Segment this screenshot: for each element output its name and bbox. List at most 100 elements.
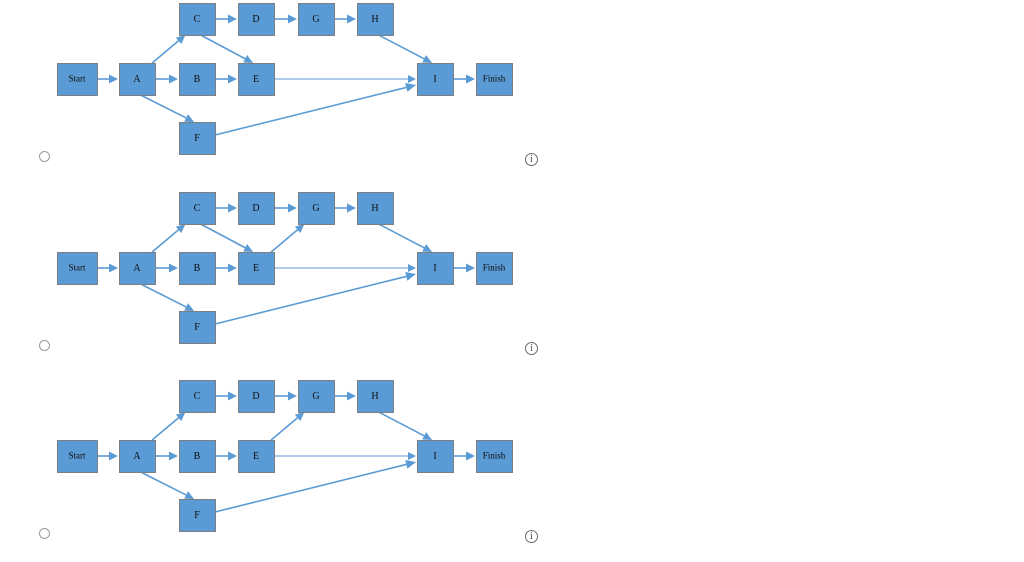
diagram-option-1[interactable]: Start A B C D E F G H I Finish bbox=[0, 0, 1024, 185]
node-a[interactable]: A bbox=[119, 63, 156, 96]
node-d[interactable]: D bbox=[238, 380, 275, 413]
node-h[interactable]: H bbox=[357, 3, 394, 36]
node-c[interactable]: C bbox=[179, 380, 216, 413]
edge-c-to-d bbox=[215, 391, 237, 401]
node-start[interactable]: Start bbox=[57, 63, 98, 96]
edge-f-to-i bbox=[214, 83, 416, 136]
info-icon-1[interactable]: i bbox=[525, 153, 538, 166]
node-d[interactable]: D bbox=[238, 192, 275, 225]
node-h[interactable]: H bbox=[357, 192, 394, 225]
node-label: I bbox=[433, 74, 436, 85]
node-b[interactable]: B bbox=[179, 252, 216, 285]
node-label: C bbox=[194, 14, 201, 25]
node-label: Start bbox=[69, 74, 86, 84]
edge-h-to-i bbox=[378, 223, 433, 252]
node-a[interactable]: A bbox=[119, 252, 156, 285]
edge-c-to-e bbox=[200, 223, 254, 252]
node-label: Start bbox=[69, 263, 86, 273]
node-i[interactable]: I bbox=[417, 252, 454, 285]
node-f[interactable]: F bbox=[179, 122, 216, 155]
node-start[interactable]: Start bbox=[57, 440, 98, 473]
node-label: D bbox=[252, 203, 259, 214]
node-e[interactable]: E bbox=[238, 63, 275, 96]
info-icon-2[interactable]: i bbox=[525, 342, 538, 355]
edge-i-to-finish bbox=[453, 263, 475, 273]
node-label: A bbox=[133, 451, 141, 462]
node-i[interactable]: I bbox=[417, 63, 454, 96]
edge-d-to-g bbox=[274, 14, 297, 24]
node-b[interactable]: B bbox=[179, 63, 216, 96]
flow-diagram[interactable]: Start A B C D E F G H I Finish bbox=[0, 189, 560, 354]
radio-button-unselected-1[interactable] bbox=[39, 151, 50, 162]
diagram-option-3[interactable]: Start A B C D E F G H I Finish bbox=[0, 377, 1024, 562]
node-g[interactable]: G bbox=[298, 3, 335, 36]
node-i[interactable]: I bbox=[417, 440, 454, 473]
node-label: B bbox=[194, 263, 201, 274]
edge-start-to-a bbox=[97, 74, 118, 84]
edge-a-to-c bbox=[151, 224, 186, 253]
edge-d-to-g bbox=[274, 203, 297, 213]
node-label: B bbox=[194, 74, 201, 85]
node-finish[interactable]: Finish bbox=[476, 252, 513, 285]
edge-b-to-e bbox=[215, 263, 237, 273]
edge-a-to-b bbox=[155, 263, 178, 273]
node-finish[interactable]: Finish bbox=[476, 440, 513, 473]
node-e[interactable]: E bbox=[238, 440, 275, 473]
edge-start-to-a bbox=[97, 263, 118, 273]
radio-button-unselected-3[interactable] bbox=[39, 528, 50, 539]
node-start[interactable]: Start bbox=[57, 252, 98, 285]
info-icon-3[interactable]: i bbox=[525, 530, 538, 543]
flow-diagram[interactable]: Start A B C D E F G H I Finish bbox=[0, 0, 560, 165]
node-h[interactable]: H bbox=[357, 380, 394, 413]
node-label: C bbox=[194, 391, 201, 402]
edge-e-to-g bbox=[270, 224, 305, 253]
edge-a-to-b bbox=[155, 74, 178, 84]
flow-diagram[interactable]: Start A B C D E F G H I Finish bbox=[0, 377, 560, 542]
node-c[interactable]: C bbox=[179, 3, 216, 36]
node-f[interactable]: F bbox=[179, 499, 216, 532]
node-label: Finish bbox=[483, 74, 506, 84]
edge-g-to-h bbox=[334, 203, 356, 213]
diagram-canvas: Start A B C D E F G H I Finish bbox=[0, 0, 560, 165]
node-label: G bbox=[312, 14, 319, 25]
diagram-canvas: Start A B C D E F G H I Finish bbox=[0, 189, 560, 354]
edge-e-to-i bbox=[274, 264, 416, 272]
node-label: A bbox=[133, 74, 141, 85]
node-c[interactable]: C bbox=[179, 192, 216, 225]
edge-b-to-e bbox=[215, 74, 237, 84]
edge-e-to-g bbox=[270, 412, 305, 441]
node-label: E bbox=[253, 451, 259, 462]
node-f[interactable]: F bbox=[179, 311, 216, 344]
edge-f-to-i bbox=[214, 272, 416, 325]
node-label: I bbox=[433, 263, 436, 274]
edge-e-to-i bbox=[274, 75, 416, 83]
radio-button-unselected-2[interactable] bbox=[39, 340, 50, 351]
diagram-option-2[interactable]: Start A B C D E F G H I Finish bbox=[0, 189, 1024, 374]
node-label: H bbox=[371, 391, 378, 402]
node-g[interactable]: G bbox=[298, 192, 335, 225]
edge-h-to-i bbox=[378, 34, 433, 63]
edge-start-to-a bbox=[97, 451, 118, 461]
node-d[interactable]: D bbox=[238, 3, 275, 36]
node-label: I bbox=[433, 451, 436, 462]
edge-g-to-h bbox=[334, 391, 356, 401]
diagram-canvas: Start A B C D E F G H I Finish bbox=[0, 377, 560, 542]
node-label: F bbox=[194, 322, 200, 333]
node-label: C bbox=[194, 203, 201, 214]
node-g[interactable]: G bbox=[298, 380, 335, 413]
node-label: F bbox=[194, 133, 200, 144]
node-label: E bbox=[253, 263, 259, 274]
node-e[interactable]: E bbox=[238, 252, 275, 285]
node-finish[interactable]: Finish bbox=[476, 63, 513, 96]
edge-h-to-i bbox=[378, 411, 433, 440]
edge-e-to-i bbox=[274, 452, 416, 460]
node-b[interactable]: B bbox=[179, 440, 216, 473]
node-label: E bbox=[253, 74, 259, 85]
node-label: D bbox=[252, 391, 259, 402]
node-label: H bbox=[371, 203, 378, 214]
node-label: Finish bbox=[483, 451, 506, 461]
edge-c-to-d bbox=[215, 14, 237, 24]
node-a[interactable]: A bbox=[119, 440, 156, 473]
node-label: A bbox=[133, 263, 141, 274]
edge-a-to-b bbox=[155, 451, 178, 461]
